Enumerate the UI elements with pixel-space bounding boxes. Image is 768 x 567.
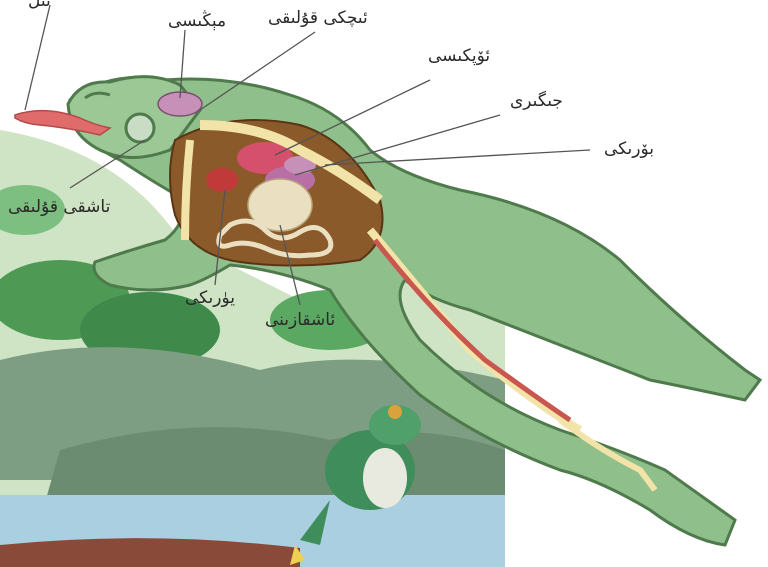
label-outer-ear: تاشقى قۇلىقى	[8, 199, 110, 216]
label-liver: جىگىرى	[510, 93, 563, 110]
label-inner-ear: ئىچكى قۇلىقى	[268, 10, 368, 27]
leader-tongue	[25, 5, 50, 110]
label-kidney: بۆرىكى	[604, 141, 654, 158]
label-heart: يۈرىكى	[185, 290, 235, 307]
label-tongue: تىل	[28, 0, 51, 10]
frog-eye	[126, 114, 154, 142]
label-brain: مېڭىسى	[168, 13, 226, 30]
organ-heart	[206, 168, 238, 192]
label-lung: ئۆپكىسى	[428, 48, 490, 65]
label-stomach: ئاشقازىنى	[265, 312, 335, 329]
